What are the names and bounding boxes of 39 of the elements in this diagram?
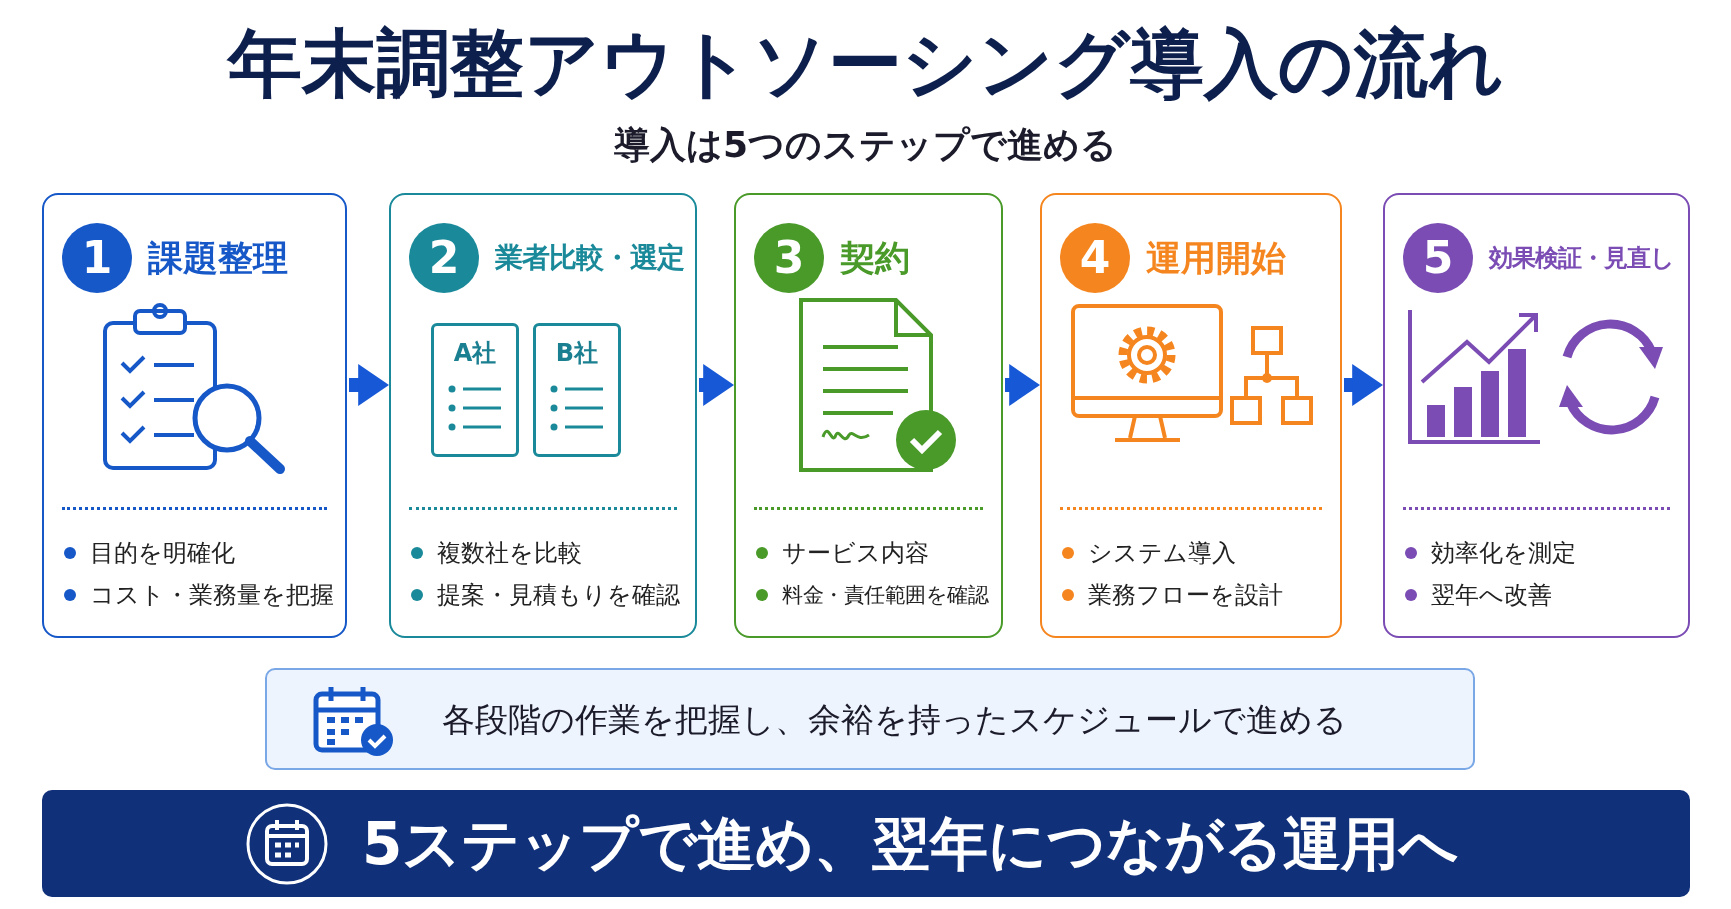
step-card bbox=[734, 193, 1003, 638]
arrow bbox=[1005, 364, 1040, 406]
bullet-text: コスト・業務量を把握 bbox=[90, 580, 334, 611]
step-heading: 運用開始 bbox=[1146, 237, 1286, 280]
bullet-text: 複数社を比較 bbox=[437, 538, 582, 569]
step-number: 3 bbox=[754, 223, 824, 293]
bullet-text: 提案・見積もりを確認 bbox=[437, 580, 680, 611]
document-card bbox=[533, 323, 621, 457]
step-number: 2 bbox=[409, 223, 479, 293]
bullet-text: 目的を明確化 bbox=[90, 538, 235, 569]
banner-text: 5ステップで進め、翌年につながる運用へ bbox=[362, 810, 1459, 878]
arrow bbox=[1344, 364, 1383, 406]
step-heading: 業者比較・選定 bbox=[495, 240, 684, 276]
company-label: A社 bbox=[452, 338, 498, 368]
step-card bbox=[389, 193, 697, 638]
bullet-text: 業務フローを設計 bbox=[1088, 580, 1283, 611]
document-card bbox=[431, 323, 519, 457]
step-card bbox=[42, 193, 347, 638]
bullet-text: 翌年へ改善 bbox=[1431, 580, 1552, 611]
step-heading: 契約 bbox=[840, 237, 910, 280]
step-card bbox=[1383, 193, 1690, 638]
note-text: 各段階の作業を把握し、余裕を持ったスケジュールで進める bbox=[442, 700, 1347, 740]
arrow bbox=[699, 364, 734, 406]
bullet-text: システム導入 bbox=[1088, 538, 1236, 569]
subtitle: 導入は5つのステップで進める bbox=[612, 123, 1119, 167]
step-number: 1 bbox=[62, 223, 132, 293]
bullet-text: サービス内容 bbox=[782, 538, 929, 569]
company-label: B社 bbox=[554, 338, 600, 368]
step-heading: 課題整理 bbox=[148, 237, 288, 280]
step-number: 5 bbox=[1403, 223, 1473, 293]
bullet-text: 料金・責任範囲を確認 bbox=[782, 582, 988, 609]
step-number: 4 bbox=[1060, 223, 1130, 293]
bullet-text: 効率化を測定 bbox=[1431, 538, 1576, 569]
title: 年末調整アウトソーシング導入の流れ bbox=[225, 19, 1505, 108]
note-box bbox=[265, 668, 1475, 770]
step-card bbox=[1040, 193, 1342, 638]
step-heading: 効果検証・見直し bbox=[1489, 243, 1674, 274]
summary-banner bbox=[42, 790, 1690, 897]
arrow bbox=[349, 364, 389, 406]
